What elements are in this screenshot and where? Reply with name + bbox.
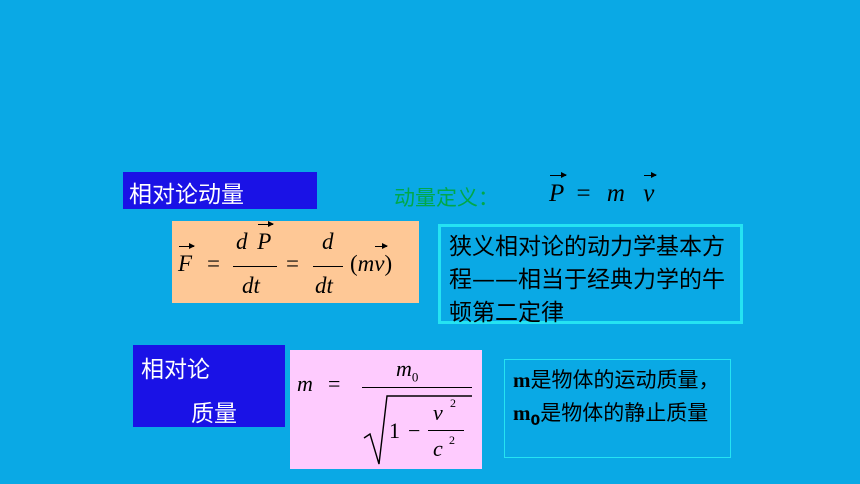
v-vector: v [643,172,658,207]
equals-sign: = [328,371,341,396]
fraction-numerator: d P [236,221,275,254]
mass-symbol: m [297,371,313,396]
mass-note-part2: 是物体的静止质量 [540,401,709,425]
fraction-denominator: dt [242,273,260,298]
minus-sign: − [408,418,421,443]
p-vector: P [257,221,275,254]
fraction-bar [362,387,472,388]
light-speed-exponent: 2 [449,433,455,447]
velocity-exponent: 2 [450,396,456,410]
momentum-title-text: 相对论动量 [129,182,244,208]
mass-title-line1: 相对论 [141,357,210,383]
fraction-bar [233,266,277,267]
fraction-denominator: dt [315,273,333,298]
equals-sign: = [286,251,299,276]
inner-fraction-bar [428,430,464,431]
p-vector: P [549,172,568,207]
momentum-definition: 动量定义： P = m v [394,172,674,214]
fraction-bar [313,266,343,267]
mass-note-sub0: 0 [530,413,541,430]
fraction-numerator: d [322,229,334,254]
mass-symbol: m [606,180,625,207]
mass-title-label: 相对论 质量 [133,345,285,427]
velocity-symbol: v [433,400,443,425]
mass-formula-box: m = m0 1 − v 2 c 2 [290,350,482,469]
square-root-sign [363,395,472,465]
dynamics-formula-box: F = d P dt = d dt (mv) [172,221,419,303]
mass-title-line2: 质量 [191,401,237,427]
momentum-definition-formula: P = m v [549,172,658,208]
light-speed-symbol: c [433,436,443,461]
mass-note-m: m [513,368,531,392]
momentum-definition-label: 动量定义： [394,186,499,210]
momentum-term: (mv) [350,243,393,276]
equals-sign: = [576,180,591,207]
mass-note-box: m是物体的运动质量，m0是物体的静止质量 [504,359,731,458]
rest-mass-numerator: m0 [396,356,419,385]
one-digit: 1 [389,418,400,443]
equals-sign: = [207,251,220,276]
mass-note-m0: m [513,401,531,425]
v-vector: v [374,243,388,276]
momentum-title-label: 相对论动量 [123,172,317,209]
dynamics-note-box: 狭义相对论的动力学基本方程——相当于经典力学的牛顿第二定律 [438,224,743,326]
dynamics-note-text: 狭义相对论的动力学基本方程——相当于经典力学的牛顿第二定律 [449,234,725,326]
force-vector: F [178,243,196,276]
mass-note-part1: 是物体的运动质量， [530,368,720,392]
